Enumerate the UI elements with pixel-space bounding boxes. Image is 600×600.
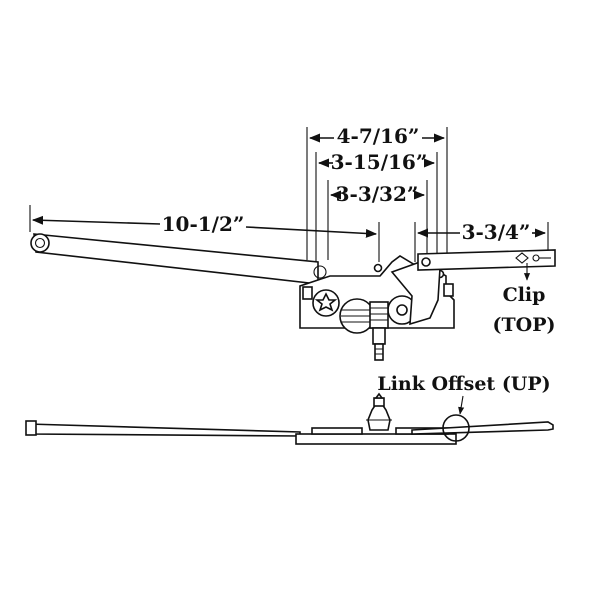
clip	[515, 252, 551, 264]
main-arm	[30, 233, 327, 285]
arm-pivot-hole	[30, 233, 50, 253]
clip-position-label: (TOP)	[493, 314, 556, 336]
clip-label: Clip	[503, 284, 546, 306]
spline-stem-profile	[366, 392, 392, 431]
dim-overall-width: 4-7/16”	[337, 124, 420, 148]
dim-inner-width: 3-3/32”	[336, 182, 419, 206]
link-arm	[417, 249, 556, 271]
link-offset-indicator	[442, 414, 470, 442]
dim-arrow	[245, 226, 378, 238]
dim-main-arm-length: 10-1/2”	[162, 212, 245, 236]
link-arm-profile	[411, 421, 554, 435]
dim-link-arm-length: 3-3/4”	[462, 220, 531, 244]
dimension-labels: 4-7/16” 3-15/16” 3-3/32” 10-1/2” 3-3/4”	[162, 124, 531, 244]
dim-arrow	[31, 215, 161, 225]
housing-profile	[295, 433, 457, 445]
link-offset-label: Link Offset (UP)	[377, 373, 550, 395]
dimension-lines	[29, 127, 549, 265]
operator-housing	[299, 255, 455, 361]
dim-housing-width: 3-15/16”	[331, 150, 428, 174]
main-arm-profile	[27, 423, 301, 437]
side-view	[25, 392, 554, 445]
link-offset-callout-arrow	[458, 395, 465, 415]
spline-shaft	[369, 301, 389, 361]
